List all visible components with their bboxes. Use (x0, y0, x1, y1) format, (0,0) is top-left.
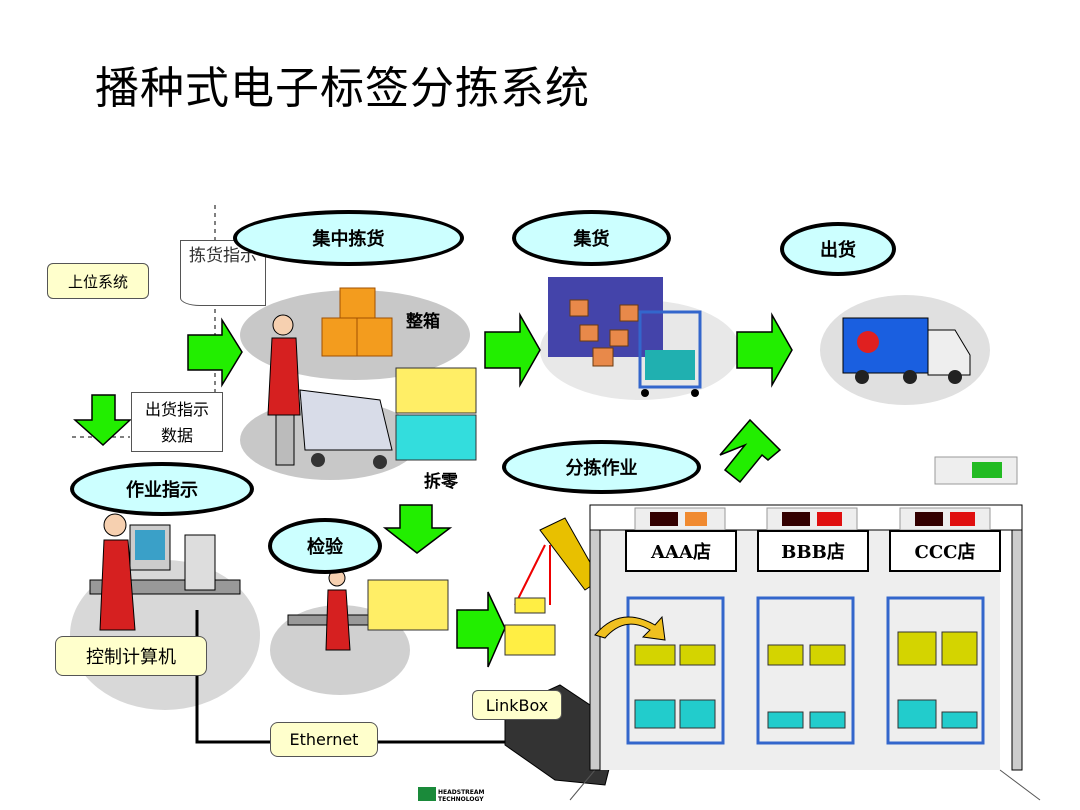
arrow-up-left (719, 418, 782, 484)
inspection-table-icon (287, 569, 449, 651)
delivery-truck-icon (842, 317, 971, 384)
curved-arrow-icon (594, 615, 666, 641)
picking-instruction-doc: 拣货指示 (180, 240, 266, 306)
oval-central-picking: 集中拣货 (233, 210, 464, 266)
ethernet-box: Ethernet (270, 722, 378, 757)
full-case-label: 整箱 (406, 312, 440, 332)
split-case-bins-icon (395, 367, 477, 461)
arrow-down-1 (73, 394, 132, 447)
arrow-right-3 (736, 312, 793, 388)
full-case-boxes-icon (321, 287, 393, 357)
control-computer-box: 控制计算机 (55, 636, 207, 676)
barcode-scanner-icon (504, 517, 601, 656)
store-label-aaa: AAA店 (625, 530, 737, 572)
picking-cart-icon (299, 389, 393, 469)
arrow-right-4 (456, 591, 506, 668)
oval-inspection: 检验 (268, 518, 382, 574)
store-label-ccc: CCC店 (889, 530, 1001, 572)
oval-shipping: 出货 (780, 222, 896, 276)
worker-picking-icon (267, 314, 301, 466)
roll-cage-icon (638, 310, 702, 397)
consolidation-wall (548, 277, 663, 357)
oval-consolidation: 集货 (512, 210, 671, 266)
store-carts (626, 596, 985, 745)
computer-workstation-icon (89, 513, 241, 631)
arrow-down-2 (382, 504, 453, 554)
indicator-lights (634, 456, 1018, 531)
svg-text:TECHNOLOGY: TECHNOLOGY (438, 796, 484, 803)
host-system-box: 上位系统 (47, 263, 149, 299)
oval-sorting: 分拣作业 (502, 440, 701, 494)
arrow-right-2 (484, 312, 541, 388)
svg-text:HEADSTREAM: HEADSTREAM (438, 789, 485, 796)
linkbox-box: LinkBox (472, 690, 562, 720)
shipping-data-doc: 出货指示数据 (131, 392, 223, 452)
store-label-bbb: BBB店 (757, 530, 869, 572)
consolidation-boxes-icon (569, 299, 639, 367)
arrow-right-1 (187, 317, 243, 388)
page-title: 播种式电子标签分拣系统 (95, 63, 590, 114)
oval-work-instruction: 作业指示 (70, 462, 254, 516)
split-case-label: 拆零 (424, 472, 458, 492)
headstream-logo: HEADSTREAM TECHNOLOGY (418, 787, 485, 803)
